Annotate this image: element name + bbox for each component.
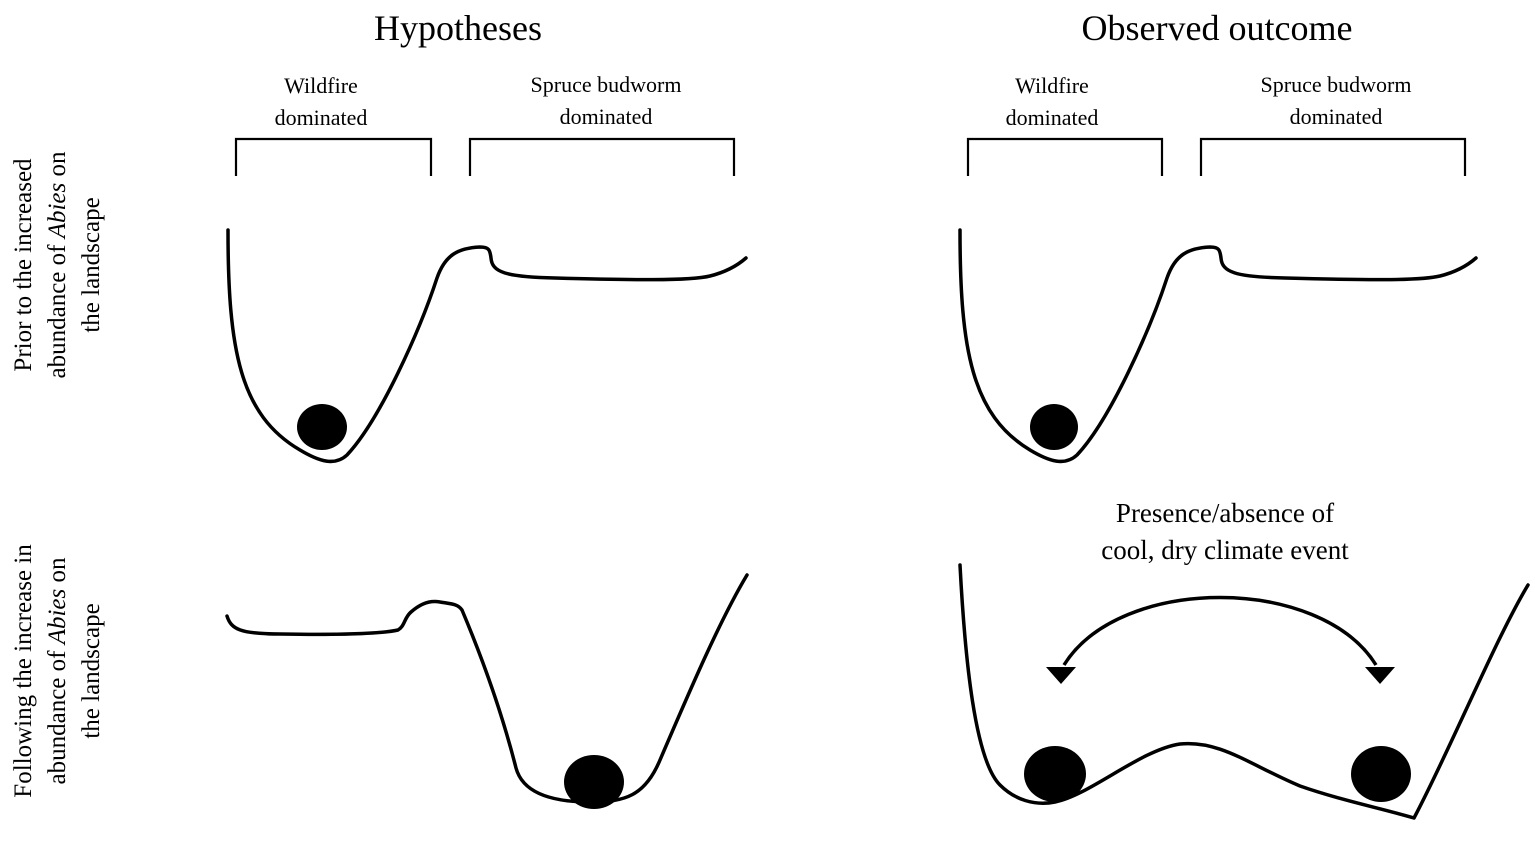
row-prior-abies: Abies	[44, 183, 71, 241]
row-following-line2-start: abundance of	[44, 644, 71, 784]
observed-wildfire-state-ball	[1024, 746, 1086, 802]
hypotheses-spruce-budworm-label: Spruce budworm dominated	[531, 72, 682, 129]
svg-text:cool, dry climate event: cool, dry climate event	[1101, 535, 1349, 565]
hypotheses-following-landscape-curve	[225, 573, 749, 804]
observed-wildfire-bracket	[966, 137, 1164, 176]
hypotheses-following-state-ball	[564, 755, 624, 809]
row-following-line2-end: on	[44, 557, 71, 589]
arrowhead-left-icon	[1046, 667, 1076, 684]
arrowhead-right-icon	[1365, 667, 1395, 684]
regime-shift-arrow	[1062, 595, 1378, 666]
climate-event-label: Presence/absence of cool, dry climate ev…	[1101, 498, 1349, 565]
svg-text:Prior to the increased: Prior to the increased	[10, 158, 37, 372]
svg-text:the landscape: the landscape	[78, 603, 105, 738]
svg-text:dominated: dominated	[560, 104, 653, 129]
row-following-abies: Abies	[44, 589, 71, 647]
svg-text:dominated: dominated	[275, 105, 368, 130]
svg-text:Wildfire: Wildfire	[284, 73, 358, 98]
observed-outcome-heading: Observed outcome	[1082, 8, 1353, 48]
svg-text:abundance of Abies on: abundance of Abies on	[44, 557, 71, 785]
observed-prior-state-ball	[1030, 404, 1078, 450]
observed-wildfire-label: Wildfire dominated	[1006, 73, 1099, 130]
hypotheses-wildfire-bracket	[234, 137, 433, 176]
row-label-prior: Prior to the increased abundance of Abie…	[10, 151, 105, 379]
svg-text:Spruce budworm: Spruce budworm	[1261, 72, 1412, 97]
observed-prior-landscape-curve	[958, 228, 1478, 464]
svg-text:abundance of Abies on: abundance of Abies on	[44, 151, 71, 379]
row-label-following: Following the increase in abundance of A…	[10, 544, 105, 798]
svg-text:the landscape: the landscape	[78, 197, 105, 332]
hypotheses-prior-state-ball	[297, 404, 347, 450]
svg-text:Spruce budworm: Spruce budworm	[531, 72, 682, 97]
hypotheses-spruce-budworm-bracket	[468, 137, 736, 176]
svg-text:Wildfire: Wildfire	[1015, 73, 1089, 98]
row-prior-line2-end: on	[44, 151, 71, 183]
observed-following-landscape-curve	[958, 563, 1530, 820]
hypotheses-wildfire-label: Wildfire dominated	[275, 73, 368, 130]
svg-text:dominated: dominated	[1006, 105, 1099, 130]
observed-spruce-budworm-label: Spruce budworm dominated	[1261, 72, 1412, 129]
observed-budworm-state-ball	[1351, 746, 1411, 802]
hypotheses-heading: Hypotheses	[374, 8, 542, 48]
svg-text:Following the increase in: Following the increase in	[10, 544, 37, 798]
hypotheses-prior-landscape-curve	[226, 228, 748, 464]
svg-text:Presence/absence of: Presence/absence of	[1116, 498, 1334, 528]
row-prior-line2-start: abundance of	[44, 238, 71, 378]
observed-spruce-budworm-bracket	[1199, 137, 1467, 176]
svg-text:dominated: dominated	[1290, 104, 1383, 129]
